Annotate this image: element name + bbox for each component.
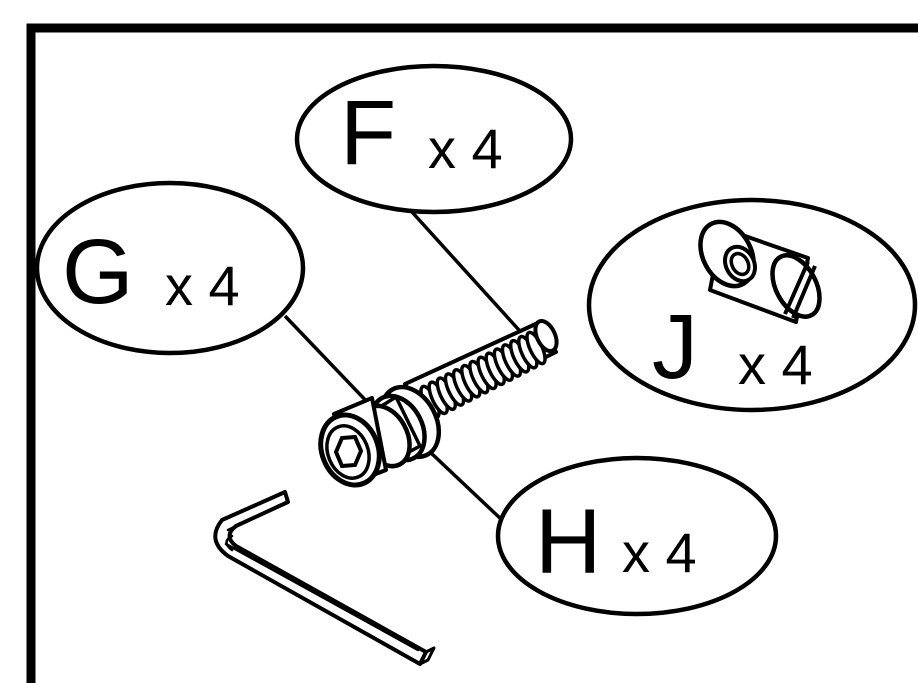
part-label-j: J x 4 (586, 197, 918, 413)
part-letter-j: J (652, 296, 698, 398)
leader-line-g (283, 314, 374, 409)
part-quantity-g: x 4 (165, 254, 240, 317)
part-letter-h: H (535, 491, 601, 593)
washer-icon (358, 384, 442, 469)
part-quantity-f: x 4 (428, 117, 503, 180)
leader-line-f (410, 210, 530, 342)
leader-line-h (428, 450, 504, 522)
part-label-h: H x 4 (495, 455, 779, 617)
part-label-f: F x 4 (294, 63, 574, 215)
barrel-nut-icon (698, 219, 822, 324)
label-oval-h (495, 455, 779, 617)
part-letter-f: F (340, 82, 396, 184)
bolt-icon (403, 319, 559, 420)
part-letter-g: G (62, 221, 134, 323)
part-quantity-h: x 4 (622, 521, 697, 584)
part-quantity-j: x 4 (738, 333, 813, 396)
label-oval-g (34, 180, 306, 356)
frame-border (26, 23, 918, 683)
part-label-g: G x 4 (34, 180, 306, 356)
label-oval-f (294, 63, 574, 215)
bolt-head-icon (318, 396, 388, 488)
leader-lines (283, 210, 530, 522)
hex-key-icon (213, 490, 436, 666)
